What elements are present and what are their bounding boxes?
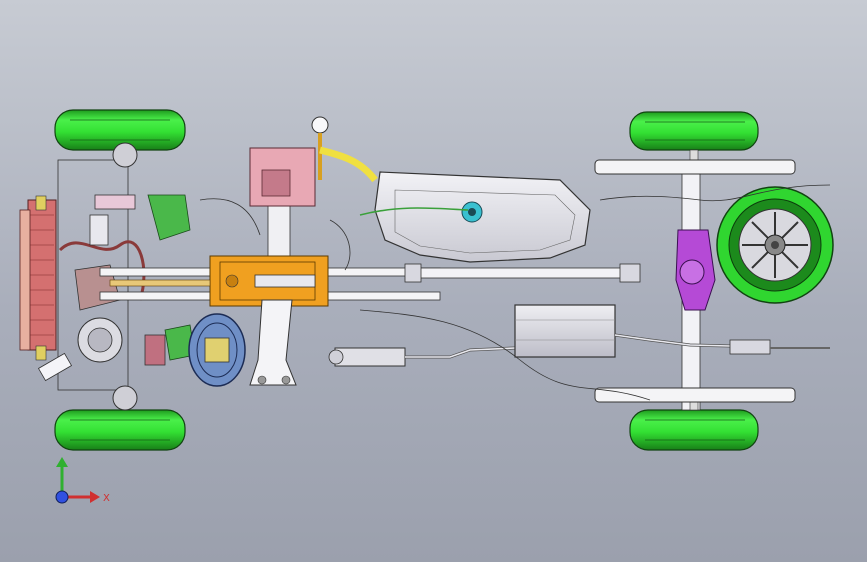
y-axis-arrowhead xyxy=(56,457,68,467)
spare-tire[interactable] xyxy=(716,186,834,304)
radiator[interactable] xyxy=(19,195,57,361)
muffler[interactable] xyxy=(514,304,830,358)
transfer-case[interactable] xyxy=(249,299,297,386)
brake-lines xyxy=(199,184,831,401)
front-left-wheel[interactable] xyxy=(54,109,186,151)
transmission-assembly[interactable] xyxy=(109,255,329,307)
rear-right-wheel[interactable] xyxy=(629,409,759,451)
rear-leaf-spring-right[interactable] xyxy=(594,387,796,403)
rear-left-wheel[interactable] xyxy=(629,111,759,151)
x-axis-label: X xyxy=(103,493,110,504)
z-axis-dot xyxy=(55,490,69,504)
rear-leaf-spring-left[interactable] xyxy=(594,159,796,175)
x-axis-arrowhead xyxy=(90,491,100,503)
rear-axle[interactable] xyxy=(675,149,716,411)
engine-block[interactable] xyxy=(249,116,378,207)
drive-shaft[interactable] xyxy=(404,263,641,283)
axis-triad: X xyxy=(42,455,122,515)
fuel-tank[interactable] xyxy=(359,171,591,263)
front-suspension[interactable] xyxy=(37,142,196,411)
front-right-wheel[interactable] xyxy=(54,409,186,451)
steering-wheel[interactable] xyxy=(188,313,246,387)
exhaust-system[interactable] xyxy=(328,346,516,367)
